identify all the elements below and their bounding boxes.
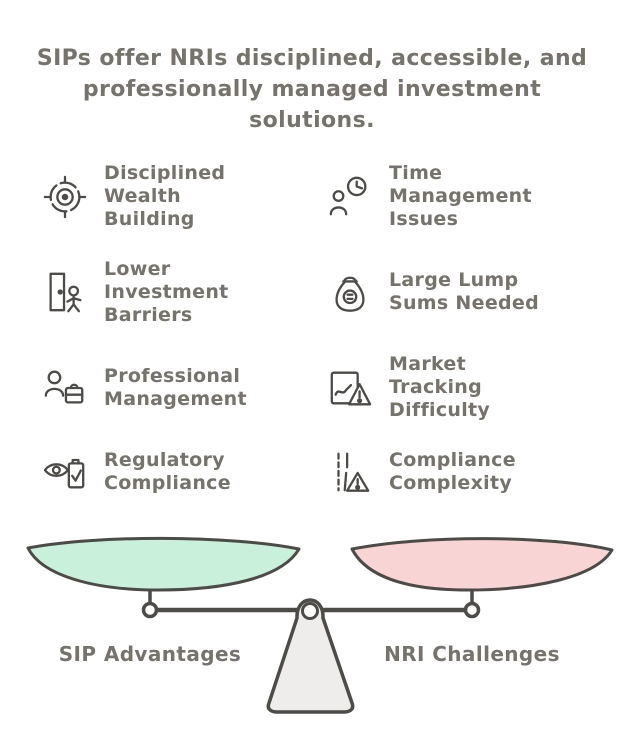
item-label: Compliance Complexity <box>389 448 516 494</box>
money-bag-icon <box>335 276 365 313</box>
balance-scale: SIP Advantages NRI Challenges <box>0 528 624 736</box>
list-item-regulatory-compliance: Regulatory Compliance <box>42 449 307 495</box>
right-pan <box>350 537 614 592</box>
page-title: SIPs offer NRIs disciplined, accessible,… <box>36 46 588 133</box>
left-pan-label: SIP Advantages <box>58 642 242 666</box>
chart-warning-icon <box>330 371 372 406</box>
item-label: Time Management Issues <box>389 162 532 231</box>
item-label: Regulatory Compliance <box>104 448 231 494</box>
item-label: Lower Investment Barriers <box>104 257 229 326</box>
list-item-compliance-complexity: Compliance Complexity <box>327 449 592 495</box>
left-pan <box>26 536 301 592</box>
door-exit-icon <box>49 272 82 313</box>
list-item-market-tracking: Market Tracking Difficulty <box>327 353 592 423</box>
right-beam-ring <box>463 601 481 619</box>
item-label: Disciplined Wealth Building <box>104 162 226 231</box>
list-item-time-management: Time Management Issues <box>327 162 592 232</box>
item-label: Professional Management <box>104 364 247 410</box>
item-label: Large Lump Sums Needed <box>389 269 539 315</box>
list-item-lower-barriers: Lower Investment Barriers <box>42 258 307 328</box>
eye-checklist-icon <box>43 458 85 489</box>
person-clock-icon <box>329 176 367 216</box>
pivot-ring <box>301 602 319 620</box>
left-beam-ring <box>141 601 159 619</box>
fulcrum <box>266 598 355 714</box>
feature-grid: Disciplined Wealth Building Time Managem… <box>42 162 592 495</box>
manager-icon <box>44 370 84 404</box>
target-icon <box>43 175 87 219</box>
list-item-lump-sums: Large Lump Sums Needed <box>327 258 592 328</box>
list-item-disciplined-wealth: Disciplined Wealth Building <box>42 162 307 232</box>
right-pan-label: NRI Challenges <box>384 642 560 666</box>
list-item-professional-management: Professional Management <box>42 353 307 423</box>
balance-scale-graphic <box>26 536 614 714</box>
compliance-warning-icon <box>337 452 370 492</box>
item-label: Market Tracking Difficulty <box>389 353 491 422</box>
